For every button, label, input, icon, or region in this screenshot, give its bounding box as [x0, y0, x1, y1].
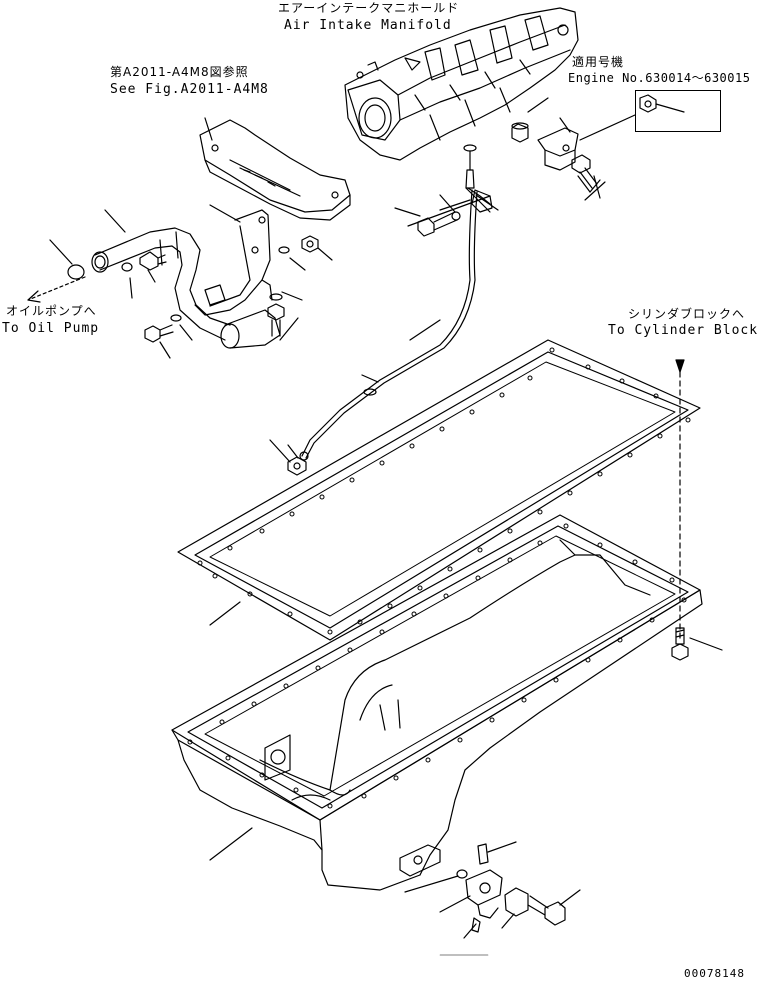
arrow-to-cylinder-block — [675, 359, 685, 641]
dipstick-clip — [471, 189, 493, 213]
dipstick-nut — [287, 451, 309, 476]
fig-ref-label-jp: 第A2011-A4M8図参照 — [110, 65, 249, 79]
oil-pan — [171, 514, 703, 891]
dipstick — [301, 144, 491, 459]
air-intake-manifold — [344, 7, 579, 161]
engine-label-en: Engine No.630014～630015 — [568, 71, 751, 85]
fig-ref-label-en: See Fig.A2011-A4M8 — [110, 82, 269, 97]
oil-pan-gasket — [177, 339, 701, 641]
drain-fittings — [404, 841, 581, 939]
air-intake-label-jp: エアーインテークマニホールド — [278, 1, 460, 15]
cylinder-block-label-en: To Cylinder Block — [608, 323, 759, 338]
oil-pump-label-en: To Oil Pump — [2, 321, 100, 336]
engine-label-jp: 適用号機 — [572, 55, 625, 69]
suction-pipe — [91, 227, 281, 349]
bolt-dipstick — [417, 211, 461, 237]
bolt-right — [571, 154, 601, 193]
pan-bolt — [671, 627, 689, 661]
inset-nut — [639, 94, 685, 113]
drawing-number: 00078148 — [684, 967, 745, 980]
gasket-left — [67, 264, 85, 280]
oil-pump-label-jp: オイルポンプへ — [6, 304, 97, 318]
flange-bolt — [121, 251, 167, 272]
inset-box — [635, 90, 721, 132]
cylinder-block-label-jp: シリンダブロックへ — [628, 307, 746, 321]
collar — [511, 122, 529, 143]
pipe-bracket — [194, 209, 273, 316]
air-intake-label-en: Air Intake Manifold — [284, 18, 452, 33]
pipe-bolt — [144, 314, 182, 343]
oil-pan-bracket-ref — [199, 119, 351, 221]
